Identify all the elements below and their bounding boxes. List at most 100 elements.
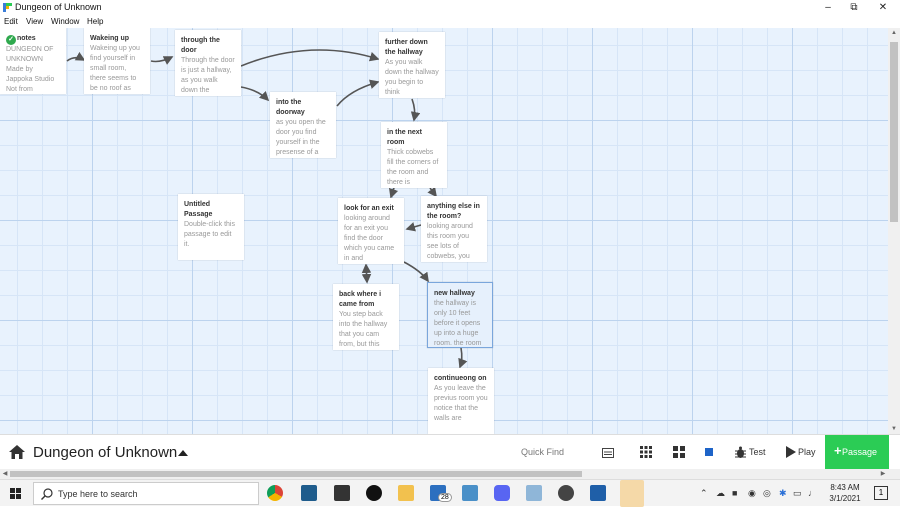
scroll-up-icon[interactable]: ▲	[891, 30, 897, 36]
passage-title: in the next room	[387, 129, 423, 146]
restore-button[interactable]: ⧉	[850, 2, 858, 13]
passage-excerpt: Through the door is just a hallway, as y…	[181, 57, 235, 94]
link-nextroom-look	[388, 187, 399, 199]
story-menu-caret-icon[interactable]	[178, 450, 188, 456]
play-button[interactable]: Play	[798, 447, 816, 457]
test-bug-icon[interactable]	[734, 446, 747, 459]
sketch-app-icon[interactable]	[301, 485, 317, 501]
link-nextroom-anything	[427, 186, 437, 198]
passage-title: anything else in the room?	[427, 203, 480, 220]
discord-icon[interactable]	[494, 485, 510, 501]
new-passage-button[interactable]: + Passage	[825, 435, 889, 469]
twine-taskbar-icon[interactable]	[620, 480, 644, 507]
taskbar-search-box[interactable]: Type here to search	[33, 482, 259, 505]
passage-card[interactable]: Untitled Passage Double-click this passa…	[178, 194, 244, 260]
link-anything-look	[405, 222, 422, 232]
passage-title: continueong on	[434, 375, 487, 382]
passage-card[interactable]: further down the hallway As you walk dow…	[379, 32, 445, 98]
test-button[interactable]: Test	[749, 447, 766, 457]
tray-battery-icon[interactable]: ▭	[793, 488, 802, 498]
link-look-back	[361, 263, 372, 284]
tray-shield-icon[interactable]: ■	[732, 488, 738, 498]
store-bag-icon[interactable]	[334, 485, 350, 501]
grid-small-icon[interactable]	[640, 446, 652, 458]
passage-card-selected[interactable]: new hallway the hallway is only 10 feet …	[427, 282, 493, 348]
windows-start-icon[interactable]	[10, 488, 21, 499]
link-wakeing-through	[150, 56, 174, 65]
passage-card[interactable]: Wakeing up Wakeing up you find yourself …	[84, 28, 150, 94]
passage-title: into the doorway	[276, 99, 305, 116]
passage-excerpt: As you leave the previus room you notice…	[434, 385, 488, 422]
vertical-scrollbar[interactable]: ▲ ▼	[888, 28, 900, 434]
story-name[interactable]: Dungeon of Unknown	[33, 444, 178, 461]
app-icon[interactable]	[526, 485, 542, 501]
grid-large-icon[interactable]	[673, 446, 685, 458]
scroll-down-icon[interactable]: ▼	[891, 426, 897, 432]
game-app-icon[interactable]	[366, 485, 382, 501]
tray-cloud-icon[interactable]: ☁	[716, 488, 725, 498]
clock-time: 8:43 AM	[830, 483, 860, 492]
menu-window[interactable]: Window	[51, 17, 80, 26]
passage-card[interactable]: ✓notes DUNGEON OF UNKNOWN Made by Jappok…	[0, 28, 66, 94]
passage-excerpt: looking around this room you see lots of…	[427, 223, 473, 260]
story-map[interactable]: ✓notes DUNGEON OF UNKNOWN Made by Jappok…	[0, 28, 888, 434]
passage-title: notes	[17, 35, 36, 42]
passage-excerpt: looking around for an exit you find the …	[344, 215, 395, 262]
passage-excerpt: DUNGEON OF UNKNOWN Made by Jappoka Studi…	[6, 46, 55, 93]
menu-edit[interactable]: Edit	[4, 17, 18, 26]
bracket-app-icon[interactable]	[590, 485, 606, 501]
horizontal-scroll-thumb[interactable]	[10, 471, 582, 477]
passage-title: Wakeing up	[90, 35, 130, 42]
passage-excerpt: Double-click this passage to edit it.	[184, 221, 235, 248]
photos-icon[interactable]	[462, 485, 478, 501]
passage-excerpt: the hallway is only 10 feet before it op…	[434, 300, 482, 347]
link-into-further	[336, 79, 380, 107]
clock-date: 3/1/2021	[829, 494, 861, 503]
notification-center-icon[interactable]: 1	[874, 486, 888, 500]
start-passage-icon: ✓	[6, 35, 16, 45]
title-bar: Dungeon of Unknown – ⧉ ✕	[0, 0, 900, 15]
quick-find-input[interactable]: Quick Find	[521, 447, 565, 457]
close-window-button[interactable]: ✕	[878, 2, 888, 13]
tray-bluetooth-icon[interactable]: ✱	[779, 488, 787, 498]
tray-security-icon[interactable]: ◉	[748, 488, 756, 498]
system-clock[interactable]: 8:43 AM 3/1/2021	[829, 482, 861, 504]
highlight-passages-icon[interactable]	[602, 448, 614, 458]
tray-volume-icon[interactable]: ♩	[808, 488, 817, 498]
passage-card[interactable]: back where i came from You step back int…	[333, 284, 399, 350]
home-icon[interactable]	[9, 445, 25, 459]
horizontal-scrollbar[interactable]: ◀ ▶	[0, 469, 900, 479]
passage-card[interactable]: into the doorway as you open the door yo…	[270, 92, 336, 158]
menu-view[interactable]: View	[26, 17, 44, 26]
menu-help[interactable]: Help	[87, 17, 104, 26]
circle-app-icon[interactable]	[558, 485, 574, 501]
chrome-icon[interactable]	[267, 485, 283, 501]
passage-excerpt: Thick cobwebs fill the corners of the ro…	[387, 149, 439, 186]
minimize-button[interactable]: –	[825, 2, 831, 13]
vertical-scroll-thumb[interactable]	[890, 42, 898, 222]
passage-card[interactable]: look for an exit looking around for an e…	[338, 198, 404, 264]
menu-bar: Edit View Window Help	[0, 15, 900, 28]
mail-badge: 28	[438, 493, 452, 502]
file-explorer-icon[interactable]	[398, 485, 414, 501]
passage-excerpt: You step back into the hallway that you …	[339, 311, 388, 348]
passage-card[interactable]: in the next room Thick cobwebs fill the …	[381, 122, 447, 188]
passage-title: further down the hallway	[385, 39, 428, 56]
passage-title: look for an exit	[344, 205, 394, 212]
passage-title: new hallway	[434, 290, 475, 297]
tray-globe-icon[interactable]: ◎	[763, 488, 771, 498]
passage-card[interactable]: through the door Through the door is jus…	[175, 30, 241, 96]
scroll-right-icon[interactable]: ▶	[880, 471, 886, 477]
scroll-left-icon[interactable]: ◀	[2, 471, 8, 477]
passage-card[interactable]: anything else in the room? looking aroun…	[421, 196, 487, 262]
passage-card[interactable]: continueong on As you leave the previus …	[428, 368, 494, 434]
tray-chevron-icon[interactable]: ⌃	[700, 488, 708, 498]
passage-title: through the door	[181, 37, 220, 54]
passage-excerpt: As you walk down the hallway you begin t…	[385, 59, 439, 96]
passage-links	[66, 49, 468, 369]
plus-icon: +	[834, 443, 842, 458]
play-icon[interactable]	[786, 446, 796, 458]
zoom-single-icon[interactable]	[705, 448, 713, 456]
passage-title: back where i came from	[339, 291, 382, 308]
link-notes-wakeing	[66, 51, 86, 62]
